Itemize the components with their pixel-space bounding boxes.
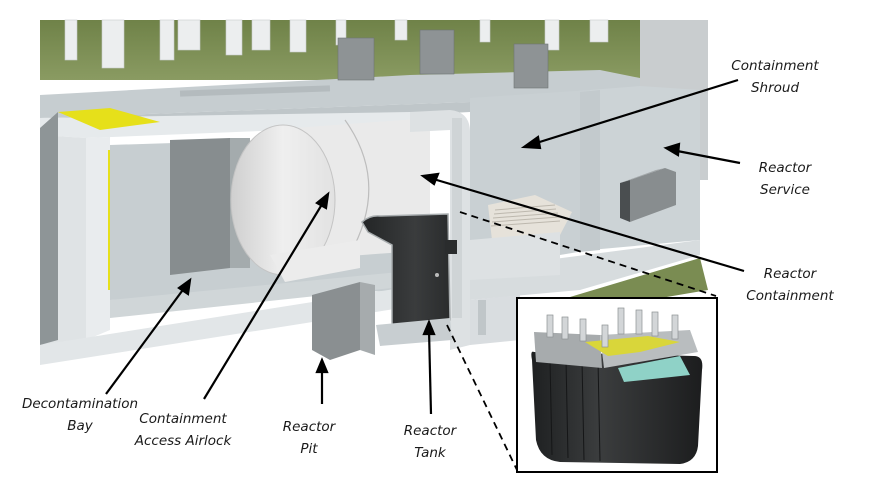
background-pillars	[64, 19, 609, 69]
label-reactor-tank: Reactor Tank	[395, 420, 465, 464]
arrow-reactor-pit	[315, 357, 329, 404]
label-reactor-containment: Reactor Containment	[740, 263, 840, 307]
inset-callout-lines	[446, 211, 717, 471]
label-reactor-pit: Reactor Pit	[274, 416, 344, 460]
label-reactor-service-line1: Reactor	[758, 160, 812, 176]
roof-vents	[337, 29, 549, 89]
label-reactor-pit-line1: Reactor	[282, 419, 336, 435]
arrow-containment-access-airlock	[203, 191, 330, 400]
label-decontamination-bay-line1: Decontamination	[21, 396, 139, 412]
label-reactor-tank-line2: Tank	[414, 445, 446, 461]
reactor-pit-block	[312, 282, 375, 360]
reactor-containment-wall	[410, 110, 470, 350]
label-decontamination-bay: Decontamination Bay	[15, 393, 145, 437]
reactor-service-block	[620, 168, 676, 222]
leader-arrows	[105, 78, 745, 415]
arrow-decontamination-bay	[105, 277, 192, 395]
lower-wall-pieces	[470, 295, 520, 345]
label-reactor-containment-line2: Containment	[746, 288, 834, 304]
label-containment-access-airlock-line1: Containment	[139, 411, 227, 427]
label-reactor-tank-line1: Reactor	[403, 423, 457, 439]
arrow-containment-shroud	[520, 78, 739, 150]
label-containment-shroud-line1: Containment	[731, 58, 819, 74]
arrow-reactor-tank	[422, 319, 436, 415]
label-reactor-service: Reactor Service	[745, 157, 825, 201]
label-reactor-pit-line2: Pit	[300, 441, 318, 457]
label-containment-access-airlock: Containment Access Airlock	[128, 408, 238, 452]
label-reactor-containment-line1: Reactor	[763, 266, 817, 282]
label-containment-access-airlock-line2: Access Airlock	[134, 433, 232, 449]
label-containment-shroud-line2: Shroud	[750, 80, 800, 96]
arrow-reactor-service	[663, 142, 741, 165]
label-decontamination-bay-line2: Bay	[67, 418, 93, 434]
reactor-core-inset	[516, 297, 718, 473]
label-containment-shroud: Containment Shroud	[730, 55, 820, 99]
reactor-tank	[361, 213, 457, 346]
label-reactor-service-line2: Service	[760, 182, 810, 198]
control-rod-drives	[546, 307, 679, 348]
arrow-reactor-containment	[420, 172, 745, 273]
